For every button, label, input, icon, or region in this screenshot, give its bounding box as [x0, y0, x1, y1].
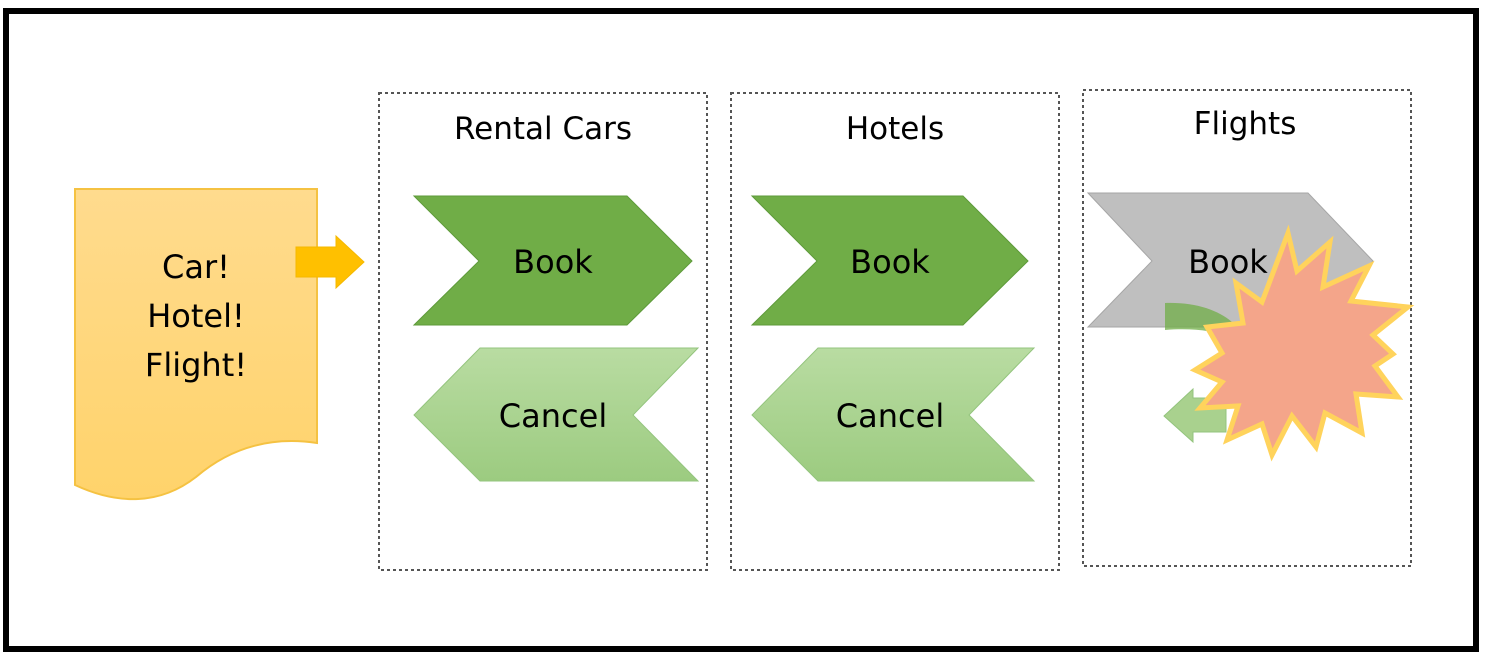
service-box — [378, 92, 708, 571]
book-step — [750, 195, 1029, 326]
service-hotels: Hotels Book Cancel — [730, 92, 1060, 571]
request-line-hotel: Hotel! — [147, 297, 245, 335]
service-title: Flights — [1194, 106, 1297, 142]
service-rental-cars: Rental Cars Book Cancel — [378, 92, 708, 571]
request-document: Car! Hotel! Flight! — [74, 188, 318, 501]
book-label: Book — [513, 243, 593, 281]
request-line-flight: Flight! — [145, 346, 247, 384]
book-label: Book — [1188, 243, 1268, 281]
service-box — [730, 92, 1060, 571]
explosion-burst-icon — [1189, 224, 1415, 462]
request-line-car: Car! — [162, 248, 230, 286]
arrow-right-icon — [295, 234, 365, 290]
service-title: Rental Cars — [454, 111, 632, 147]
cancel-step — [413, 347, 700, 482]
service-box — [1082, 89, 1412, 567]
document-shape — [74, 188, 318, 501]
cancel-label: Cancel — [499, 397, 607, 435]
service-flights: Flights Book — [1082, 89, 1415, 567]
book-step — [412, 195, 693, 326]
book-label: Book — [850, 243, 930, 281]
service-title: Hotels — [846, 111, 944, 147]
cancel-label: Cancel — [836, 397, 944, 435]
cancel-step — [751, 347, 1036, 482]
